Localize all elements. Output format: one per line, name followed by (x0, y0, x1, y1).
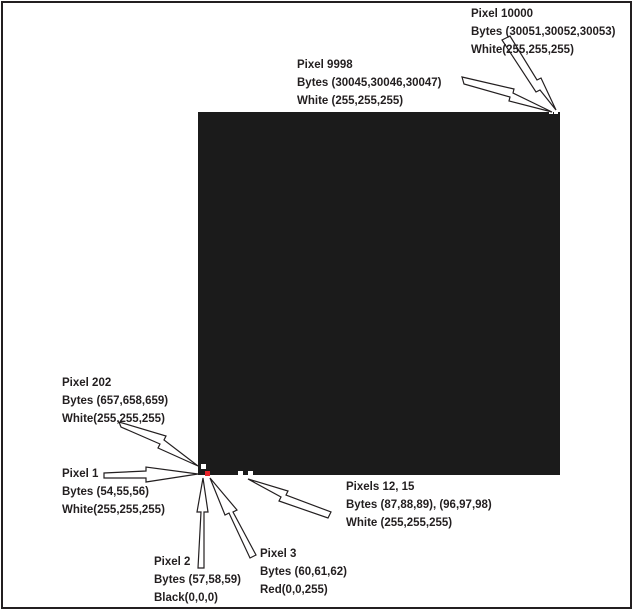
annotation-title: Pixel 3 (260, 548, 297, 560)
annotation-title: Pixel 2 (154, 556, 191, 568)
pixel-10000-marker (554, 110, 558, 114)
annotation-bytes: Bytes (30045,30046,30047) (297, 77, 442, 89)
annotation-pixel-3: Pixel 3 Bytes (60,61,62) Red(0,0,255) (260, 545, 347, 599)
annotation-color: White(255,255,255) (471, 44, 574, 56)
annotation-bytes: Bytes (54,55,56) (62, 486, 149, 498)
arrow-pixels-12-15 (247, 478, 332, 519)
pixel-202-marker (201, 464, 206, 469)
annotation-bytes: Bytes (30051,30052,30053) (471, 26, 616, 38)
annotation-title: Pixel 9998 (297, 59, 353, 71)
arrow-pixel-3 (209, 477, 257, 559)
black-image-square (198, 112, 560, 475)
annotation-pixel-2: Pixel 2 Bytes (57,58,59) Black(0,0,0) (154, 553, 241, 607)
arrow-pixel-10000 (501, 35, 557, 111)
pixel-12-marker (238, 471, 243, 476)
annotation-pixel-1: Pixel 1 Bytes (54,55,56) White(255,255,2… (62, 465, 165, 519)
arrow-pixel-1 (103, 466, 199, 483)
annotation-color: White(255,255,255) (62, 413, 165, 425)
annotation-color: Black(0,0,0) (154, 592, 218, 604)
arrow-pixel-202 (117, 421, 199, 467)
annotation-bytes: Bytes (60,61,62) (260, 566, 347, 578)
annotation-bytes: Bytes (657,658,659) (62, 395, 169, 407)
annotation-color: White (255,255,255) (297, 95, 404, 107)
pixel-3-marker (205, 471, 210, 476)
annotation-title: Pixels 12, 15 (346, 481, 415, 493)
annotation-title: Pixel 10000 (471, 8, 534, 20)
annotation-color: Red(0,0,255) (260, 584, 328, 596)
annotation-title: Pixel 202 (62, 377, 112, 389)
annotation-color: White (255,255,255) (346, 517, 453, 529)
annotation-pixel-9998: Pixel 9998 Bytes (30045,30046,30047) Whi… (297, 56, 442, 110)
annotation-title: Pixel 1 (62, 468, 99, 480)
arrow-pixel-9998 (461, 76, 553, 113)
annotation-pixel-202: Pixel 202 Bytes (657,658,659) White(255,… (62, 374, 168, 428)
annotation-bytes: Bytes (87,88,89), (96,97,98) (346, 499, 492, 511)
annotation-pixel-10000: Pixel 10000 Bytes (30051,30052,30053) Wh… (471, 5, 616, 59)
pixel-15-marker (248, 471, 253, 476)
annotation-color: White(255,255,255) (62, 504, 165, 516)
annotation-pixels-12-15: Pixels 12, 15 Bytes (87,88,89), (96,97,9… (346, 478, 492, 532)
annotation-bytes: Bytes (57,58,59) (154, 574, 241, 586)
arrow-pixel-2 (196, 477, 209, 569)
